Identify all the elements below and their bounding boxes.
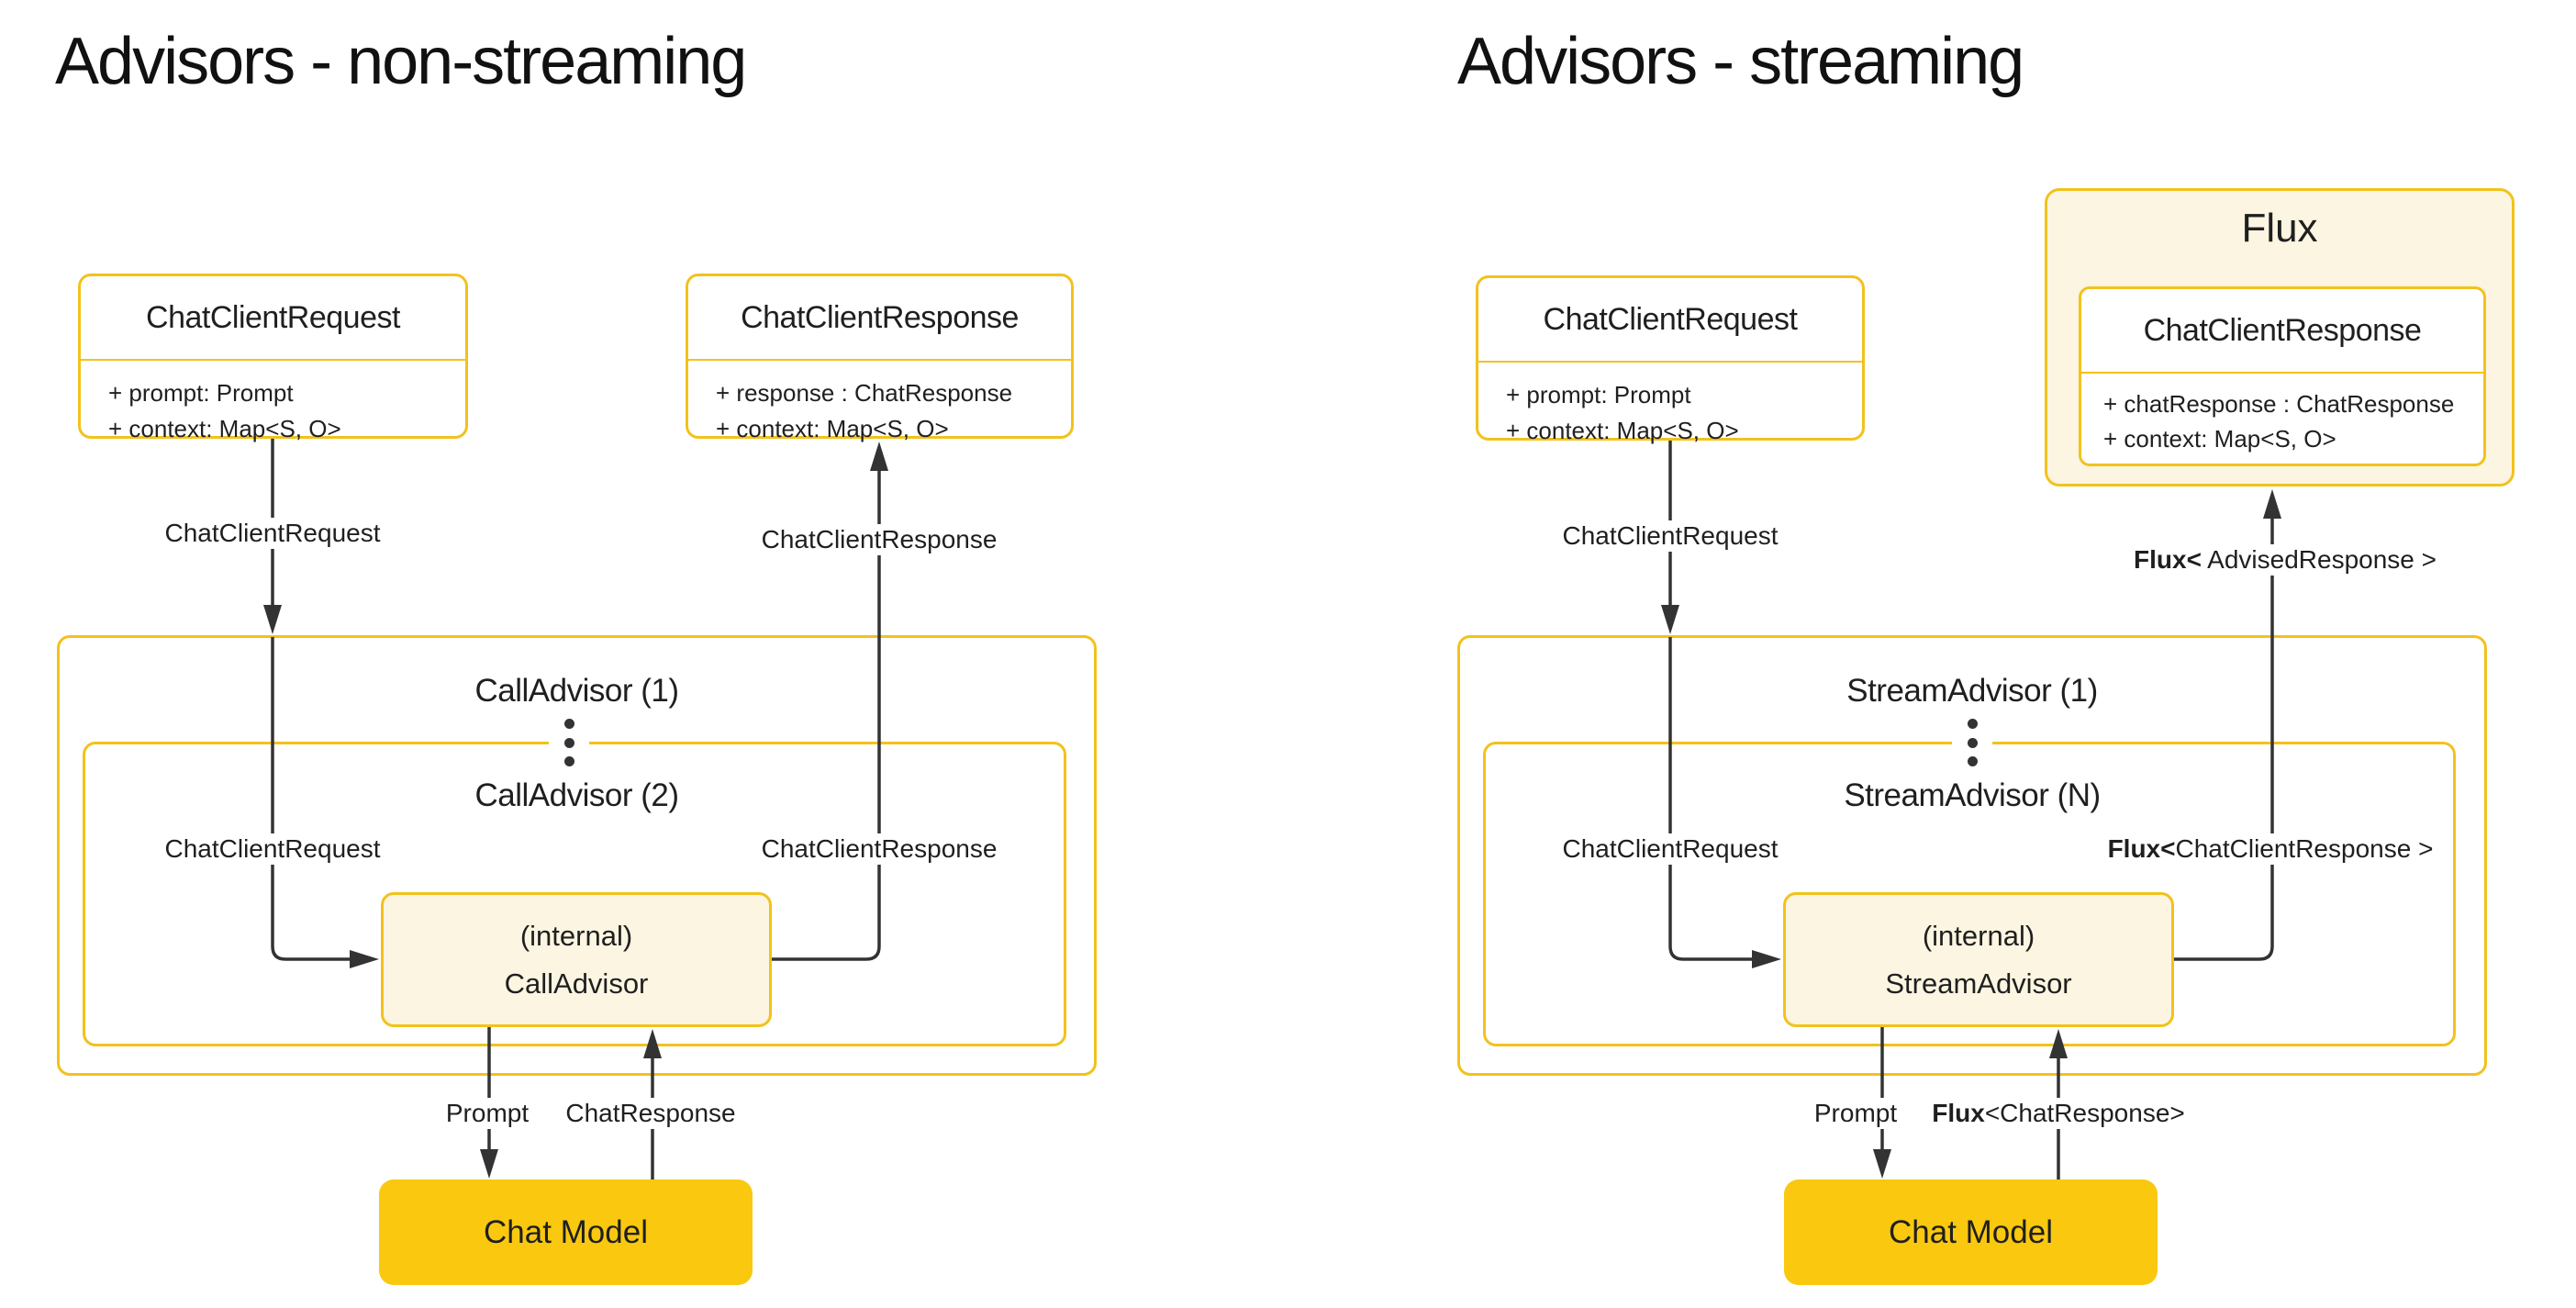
ellipsis-dots-icon <box>549 717 589 768</box>
internal-node-line1: (internal) <box>1922 919 2035 952</box>
class-title: ChatClientResponse <box>741 299 1019 335</box>
class-attribute: + context: Map<S, O> <box>108 415 341 442</box>
arrowhead-down-icon <box>263 605 282 634</box>
edge-label-request-inner-left: ChatClientRequest <box>156 833 389 865</box>
node-chat-model-left: Chat Model <box>379 1179 753 1285</box>
edge-left-request-inner <box>271 637 350 961</box>
chat-model-label: Chat Model <box>1889 1213 2053 1250</box>
edge-label-bold-segment: Flux< <box>2107 834 2176 863</box>
page-title-non-streaming: Advisors - non-streaming <box>55 25 747 98</box>
flux-wrapper-box: Flux ChatClientResponse + chatResponse :… <box>2045 188 2515 486</box>
edge-right-flux-out <box>2174 519 2274 961</box>
container-calladvisor-1: CallAdvisor (1) CallAdvisor (2) <box>57 635 1097 1076</box>
edge-label-prompt-right: Prompt <box>1805 1098 1906 1129</box>
edge-label-request-inner-right: ChatClientRequest <box>1554 833 1787 865</box>
container-label-streamadvisor-n: StreamAdvisor (N) <box>1844 777 2101 813</box>
edge-label-request-in-right: ChatClientRequest <box>1554 520 1787 552</box>
dot-icon <box>563 756 574 766</box>
ellipsis-dots-icon <box>1952 717 1992 768</box>
edge-label-flux-chatresponse: Flux<ChatResponse> <box>1924 1098 2193 1129</box>
arrowhead-right-icon <box>350 950 379 968</box>
node-chat-model-right: Chat Model <box>1784 1179 2158 1285</box>
edge-label-request-in-left: ChatClientRequest <box>156 518 389 549</box>
dot-icon <box>563 737 574 748</box>
class-box-chatclientrequest-left: ChatClientRequest + prompt: Prompt + con… <box>78 274 468 442</box>
class-attribute: + context: Map<S, O> <box>2103 425 2336 453</box>
class-title: ChatClientRequest <box>1543 301 1798 337</box>
edge-label-bold-segment: Flux< <box>2134 545 2202 574</box>
edge-label-flux-chatclientresponse: Flux<ChatClientResponse > <box>2099 833 2442 865</box>
dot-icon <box>1967 737 1978 748</box>
edge-label-response-out-left: ChatClientResponse <box>753 524 1006 555</box>
node-internal-streamadvisor: (internal) StreamAdvisor <box>1783 892 2174 1027</box>
class-title: ChatClientResponse <box>2143 312 2422 348</box>
internal-node-line1: (internal) <box>519 919 633 952</box>
class-attribute: + context: Map<S, O> <box>716 415 949 442</box>
internal-node-line2: StreamAdvisor <box>1885 967 2072 1000</box>
container-label-calladvisor-1: CallAdvisor (1) <box>474 673 680 709</box>
edge-label-prompt-left: Prompt <box>437 1098 538 1129</box>
class-attribute: + context: Map<S, O> <box>1506 417 1739 444</box>
arrowhead-down-icon <box>1873 1149 1891 1179</box>
dot-icon <box>1967 756 1978 766</box>
container-streamadvisor-1: StreamAdvisor (1) StreamAdvisor (N) <box>1457 635 2487 1076</box>
class-attribute: + response : ChatResponse <box>716 379 1013 407</box>
node-internal-calladvisor: (internal) CallAdvisor <box>381 892 772 1027</box>
dot-icon <box>563 719 574 729</box>
chat-model-label: Chat Model <box>484 1213 648 1250</box>
arrowhead-up-icon <box>643 1029 662 1058</box>
dot-icon <box>1967 719 1978 729</box>
class-box-chatclientresponse-right: ChatClientResponse + chatResponse : Chat… <box>2079 286 2486 466</box>
class-title: ChatClientRequest <box>146 299 400 335</box>
internal-node-line2: CallAdvisor <box>504 967 649 1000</box>
class-box-chatclientresponse-left: ChatClientResponse + response : ChatResp… <box>686 274 1074 442</box>
edge-left-response-out <box>772 471 881 961</box>
edge-label-rest-segment: <ChatResponse> <box>1984 1099 2185 1127</box>
container-label-streamadvisor-1: StreamAdvisor (1) <box>1846 673 2098 709</box>
edge-right-request-inner <box>1668 637 1752 961</box>
class-attribute: + prompt: Prompt <box>1506 381 1691 408</box>
edge-label-response-inner-left: ChatClientResponse <box>753 833 1006 865</box>
edge-label-bold-segment: Flux <box>1932 1099 1985 1127</box>
arrowhead-up-icon <box>2263 489 2281 519</box>
page-title-streaming: Advisors - streaming <box>1457 25 2024 98</box>
flux-title: Flux <box>2241 206 2318 251</box>
arrowhead-up-icon <box>2049 1029 2068 1058</box>
container-label-calladvisor-2: CallAdvisor (2) <box>474 777 680 813</box>
edge-label-rest-segment: AdvisedResponse > <box>2201 545 2437 574</box>
arrowhead-down-icon <box>480 1149 498 1179</box>
arrowhead-up-icon <box>870 442 888 471</box>
class-attribute: + prompt: Prompt <box>108 379 294 407</box>
edge-label-chat-response-left: ChatResponse <box>557 1098 744 1129</box>
edge-label-flux-advisedresponse: Flux< AdvisedResponse > <box>2125 544 2445 576</box>
arrowhead-right-icon <box>1752 950 1781 968</box>
class-box-chatclientrequest-right: ChatClientRequest + prompt: Prompt + con… <box>1476 275 1865 444</box>
class-attribute: + chatResponse : ChatResponse <box>2103 390 2455 418</box>
arrowhead-down-icon <box>1661 605 1679 634</box>
edge-label-rest-segment: ChatClientResponse > <box>2175 834 2434 863</box>
